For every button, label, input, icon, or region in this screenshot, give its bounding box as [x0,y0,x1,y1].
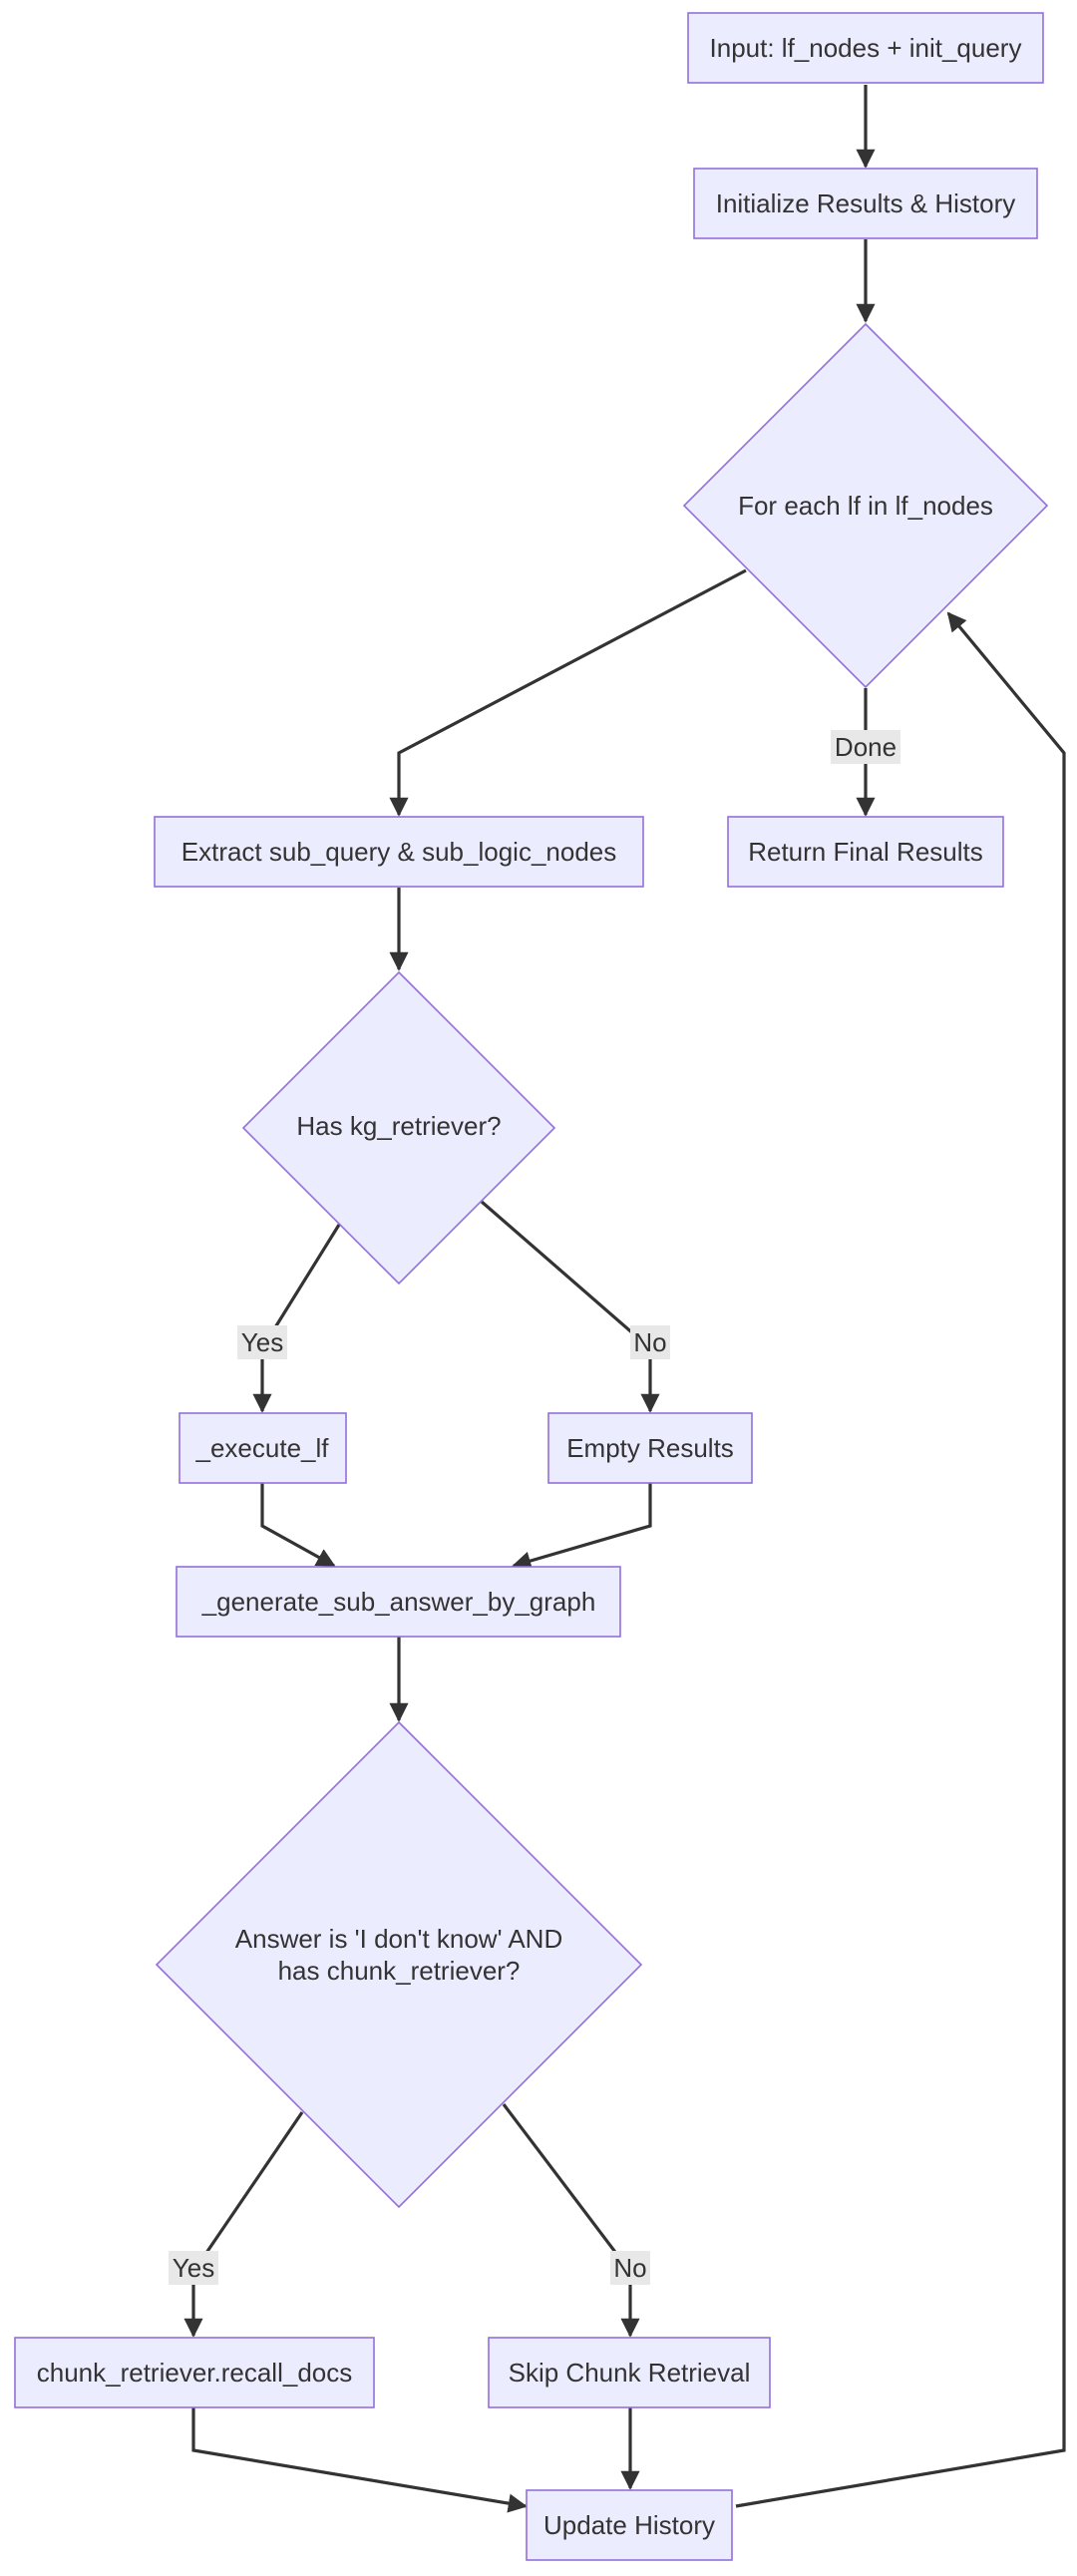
svg-text:Empty Results: Empty Results [566,1433,734,1463]
edge-label-kg-yes: Yes [237,1325,287,1359]
node-empty-results[interactable]: Empty Results [547,1412,753,1484]
edge-label-answer-no: No [610,2251,650,2285]
edge-labels: Done Yes No Yes No [169,730,900,2285]
node-generate-sub-answer[interactable]: _generate_sub_answer_by_graph [176,1566,621,1638]
node-return[interactable]: Return Final Results [727,816,1004,888]
svg-text:Extract sub_query & sub_logic_: Extract sub_query & sub_logic_nodes [181,837,617,867]
svg-text:Yes: Yes [241,1327,283,1357]
edge-haskg-to-empty [480,1200,660,1413]
svg-text:Yes: Yes [173,2253,214,2283]
edge-label-answer-yes: Yes [169,2251,218,2285]
edge-label-done: Done [831,730,900,764]
svg-text:Input: lf_nodes + init_query: Input: lf_nodes + init_query [710,33,1022,63]
edge-answer-to-recall [183,2111,304,2338]
svg-text:No: No [613,2253,646,2283]
svg-text:Return Final Results: Return Final Results [748,837,983,867]
nodes: Input: lf_nodes + init_query Initialize … [14,12,1049,2561]
svg-text:Skip Chunk Retrieval: Skip Chunk Retrieval [509,2358,751,2388]
edge-answer-to-skip [502,2103,640,2338]
svg-text:For each lf in lf_nodes: For each lf in lf_nodes [738,491,993,521]
svg-text:Answer is 'I don't know' AND: Answer is 'I don't know' AND [235,1924,562,1954]
node-extract[interactable]: Extract sub_query & sub_logic_nodes [154,816,644,888]
decision-has-kg-retriever[interactable]: Has kg_retriever? [241,970,556,1286]
decision-answer-unknown[interactable]: Answer is 'I don't know' AND has chunk_r… [155,1720,643,2209]
node-execute-lf[interactable]: _execute_lf [179,1412,347,1484]
edge-foreach-to-extract [389,568,747,817]
edge-execute-to-generate [260,1483,336,1568]
svg-text:Initialize Results & History: Initialize Results & History [716,188,1016,218]
node-update-history[interactable]: Update History [526,2489,733,2561]
edge-empty-to-generate [512,1483,652,1571]
svg-text:Update History: Update History [543,2510,715,2540]
edges [183,85,1066,2513]
node-chunk-recall[interactable]: chunk_retriever.recall_docs [14,2337,375,2408]
edge-update-to-foreach [735,611,1066,2508]
edge-haskg-to-execute [252,1224,341,1413]
node-input[interactable]: Input: lf_nodes + init_query [687,12,1044,84]
svg-text:has chunk_retriever?: has chunk_retriever? [278,1956,521,1986]
svg-text:No: No [633,1327,666,1357]
edge-recall-to-update [191,2407,528,2513]
svg-text:Has kg_retriever?: Has kg_retriever? [296,1111,501,1141]
node-skip-chunk-retrieval[interactable]: Skip Chunk Retrieval [488,2337,771,2408]
svg-text:_generate_sub_answer_by_graph: _generate_sub_answer_by_graph [201,1587,596,1617]
svg-text:Done: Done [835,732,897,762]
edge-label-kg-no: No [630,1325,670,1359]
node-initialize[interactable]: Initialize Results & History [693,168,1038,239]
svg-text:_execute_lf: _execute_lf [195,1433,330,1463]
decision-for-each[interactable]: For each lf in lf_nodes [682,322,1049,689]
svg-text:chunk_retriever.recall_docs: chunk_retriever.recall_docs [37,2358,353,2388]
